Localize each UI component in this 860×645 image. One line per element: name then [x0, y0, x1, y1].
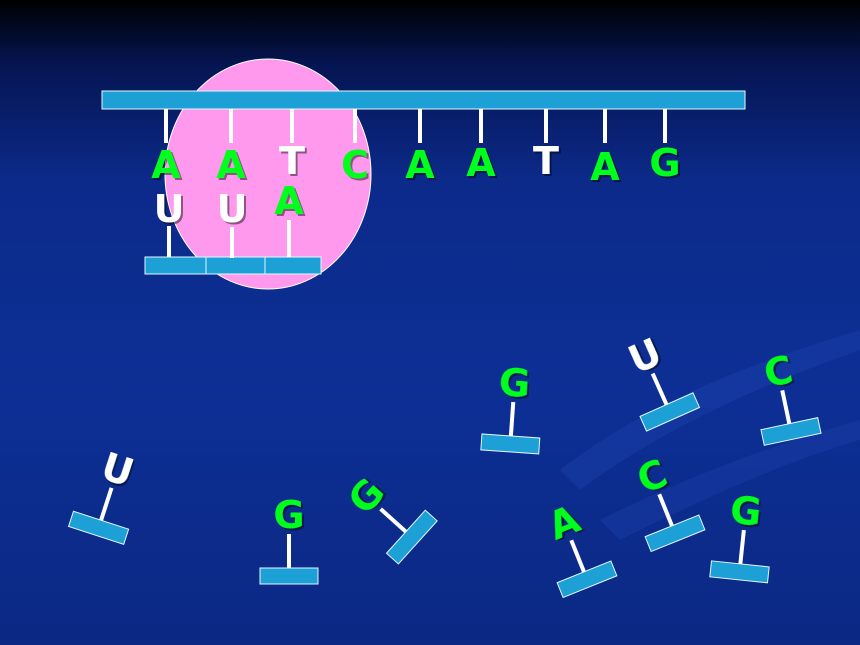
dna-base-label: T	[533, 139, 559, 183]
background-swoosh	[560, 330, 860, 490]
nucleotide-connector	[650, 372, 669, 406]
rna-strand-bar	[144, 256, 322, 275]
nucleotide-connector	[780, 389, 792, 425]
nucleotide-connector	[738, 529, 746, 565]
paired-base-label: U	[154, 187, 185, 231]
dna-base-label: G	[649, 141, 680, 185]
free-nucleotide: G	[709, 488, 770, 584]
nucleotide-sugar-block	[644, 514, 706, 553]
nucleotide-connector	[379, 507, 408, 534]
nucleotide-base-label: A	[542, 497, 586, 549]
nucleotide-sugar-block	[709, 560, 770, 584]
nucleotide-sugar-block	[556, 560, 618, 599]
paired-base-label: A	[274, 179, 304, 223]
dna-base-label: A	[405, 143, 435, 187]
free-nucleotide: G	[480, 360, 541, 455]
dna-base-label: A	[590, 145, 620, 189]
dna-base-label: A	[216, 143, 246, 187]
nucleotide-connector	[508, 401, 516, 437]
ribosome	[164, 58, 372, 290]
free-nucleotide: A	[542, 497, 618, 599]
paired-base-label: U	[217, 187, 248, 231]
nucleotide-connector	[569, 539, 586, 573]
free-nucleotide: G	[340, 470, 438, 565]
nucleotide-sugar-block	[760, 417, 822, 446]
nucleotide-connector	[657, 493, 674, 527]
nucleotide-connector	[99, 487, 114, 521]
nucleotide-sugar-block	[259, 567, 319, 585]
nucleotide-base-label: G	[273, 493, 304, 537]
dna-base-label: C	[341, 143, 369, 187]
nucleotide-sugar-block	[385, 509, 438, 565]
nucleotide-base-label: U	[622, 330, 668, 383]
nucleotide-base-label: G	[497, 360, 531, 406]
nucleotide-base-label: G	[728, 488, 764, 535]
nucleotide-sugar-block	[67, 510, 130, 546]
dna-strand-bar	[101, 90, 746, 110]
nucleotide-base-label: U	[96, 444, 139, 495]
dna-base-label: T	[279, 139, 305, 183]
dna-base-label: A	[466, 141, 496, 185]
free-nucleotide: U	[67, 444, 139, 546]
nucleotide-sugar-block	[480, 433, 541, 455]
dna-base-label: A	[151, 143, 181, 187]
free-nucleotide: G	[259, 493, 319, 585]
nucleotide-sugar-block	[639, 392, 701, 432]
